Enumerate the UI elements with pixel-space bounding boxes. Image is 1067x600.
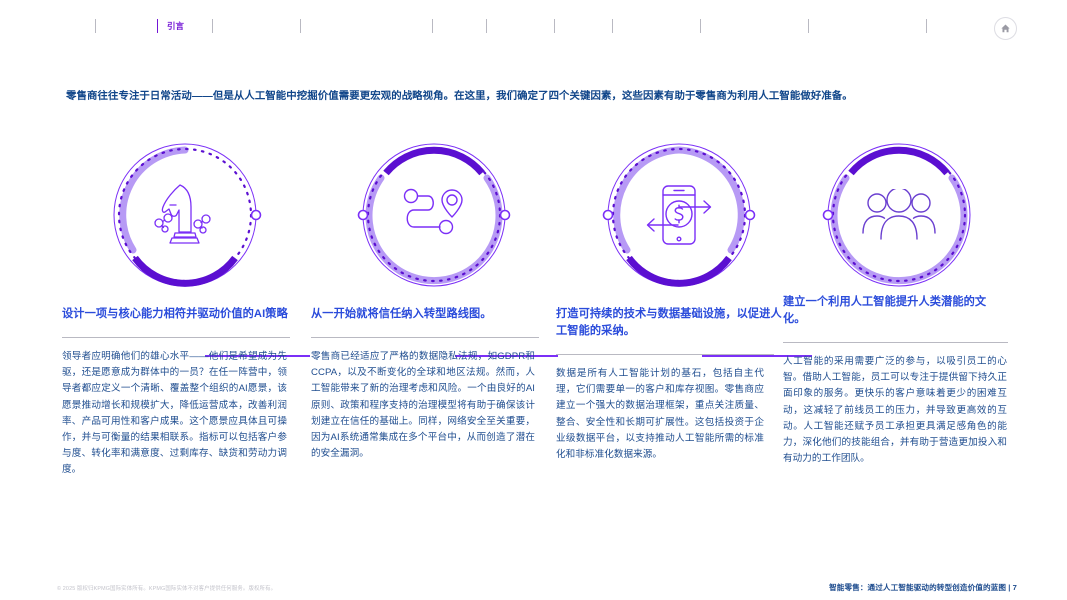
footer-document-title: 智能零售：通过人工智能驱动的转型创造价值的蓝图 | 7 — [829, 583, 1017, 592]
decorative-ring-2 — [357, 143, 511, 287]
intro-paragraph: 零售商往往专注于日常活动——但是从人工智能中挖掘价值需要更宏观的战略视角。在这里… — [66, 91, 853, 102]
factor-body-3: 数据是所有人工智能计划的基石，包括自主代理，它们需要单一的客户和库存视图。零售商… — [556, 368, 764, 461]
top-navigation-bar: 引言 — [0, 0, 1067, 52]
divider-2 — [311, 337, 539, 338]
nav-item-list: 引言 — [95, 19, 936, 33]
decorative-ring-4 — [822, 143, 971, 287]
factor-heading-3: 打造可持续的技术与数据基础设施，以促进人工智能的采纳。 — [556, 308, 782, 337]
factor-heading-block-3: 打造可持续的技术与数据基础设施，以促进人工智能的采纳。 数据是所有人工智能计划的… — [556, 306, 802, 463]
road-path-location-pin-icon — [403, 188, 463, 235]
home-icon — [1001, 24, 1010, 33]
decorative-ring-1 — [113, 143, 262, 287]
nav-item-6[interactable] — [554, 19, 564, 33]
factor-column-4: 建立一个利用人工智能提升人类潜能的文化。 人工智能的采用需要广泛的参与，以吸引员… — [783, 140, 1015, 467]
connector-line-1 — [205, 355, 310, 357]
nav-item-5[interactable] — [486, 19, 496, 33]
factor-column-2: 从一开始就将信任纳入转型路线图。 零售商已经适应了严格的数据隐私法规，如GDPR… — [311, 140, 557, 462]
nav-item-4[interactable] — [432, 19, 442, 33]
factor-body-2: 零售商已经适应了严格的数据隐私法规，如GDPR和CCPA，以及不断变化的全球和地… — [311, 351, 535, 460]
factor-icon-wrap-1 — [90, 140, 280, 290]
factor-column-3: 打造可持续的技术与数据基础设施，以促进人工智能的采纳。 数据是所有人工智能计划的… — [556, 140, 802, 463]
nav-item-introduction[interactable]: 引言 — [157, 19, 184, 33]
factor-icon-wrap-3 — [584, 140, 774, 290]
factor-icon-wrap-4 — [804, 140, 994, 290]
home-button[interactable] — [994, 17, 1017, 40]
factor-body-4: 人工智能的采用需要广泛的参与，以吸引员工的心智。借助人工智能，员工可以专注于提供… — [783, 356, 1007, 465]
factor-column-1: 设计一项与核心能力相符并驱动价值的AI策略 领导者应明确他们的雄心水平——他们是… — [62, 140, 308, 479]
factor-heading-block-2: 从一开始就将信任纳入转型路线图。 零售商已经适应了严格的数据隐私法规，如GDPR… — [311, 306, 557, 462]
connector-line-3 — [702, 355, 812, 357]
factor-heading-4: 建立一个利用人工智能提升人类潜能的文化。 — [783, 296, 987, 325]
factors-section: 设计一项与核心能力相符并驱动价值的AI策略 领导者应明确他们的雄心水平——他们是… — [0, 140, 1067, 540]
factor-icon-wrap-2 — [339, 140, 529, 290]
mobile-payment-dollar-icon — [646, 185, 712, 245]
nav-item-9[interactable] — [808, 19, 818, 33]
nav-item-7[interactable] — [612, 19, 622, 33]
nav-item-10[interactable] — [926, 19, 936, 33]
factor-heading-2: 从一开始就将信任纳入转型路线图。 — [311, 308, 492, 320]
factor-heading-block-4: 建立一个利用人工智能提升人类潜能的文化。 人工智能的采用需要广泛的参与，以吸引员… — [783, 294, 1015, 467]
divider-4 — [783, 342, 1008, 343]
people-group-icon — [862, 189, 936, 240]
chess-knight-network-icon — [154, 184, 211, 244]
nav-item-8[interactable] — [700, 19, 710, 33]
nav-item-label: 引言 — [167, 21, 185, 31]
connector-line-2 — [455, 355, 558, 357]
divider-1 — [62, 337, 290, 338]
factor-heading-1: 设计一项与核心能力相符并驱动价值的AI策略 — [62, 308, 288, 320]
factor-body-1: 领导者应明确他们的雄心水平——他们是希望成为先驱，还是愿意成为群体中的一员？在任… — [62, 351, 287, 476]
footer-copyright: © 2025 版权归KPMG国际实体所有。KPMG国际实体不对客户提供任何服务。… — [57, 586, 277, 592]
decorative-ring-3 — [602, 143, 756, 287]
nav-item-2[interactable] — [212, 19, 222, 33]
factor-heading-block-1: 设计一项与核心能力相符并驱动价值的AI策略 领导者应明确他们的雄心水平——他们是… — [62, 306, 308, 479]
nav-item-0[interactable] — [95, 19, 105, 33]
nav-item-3[interactable] — [300, 19, 310, 33]
divider-3 — [556, 354, 774, 355]
